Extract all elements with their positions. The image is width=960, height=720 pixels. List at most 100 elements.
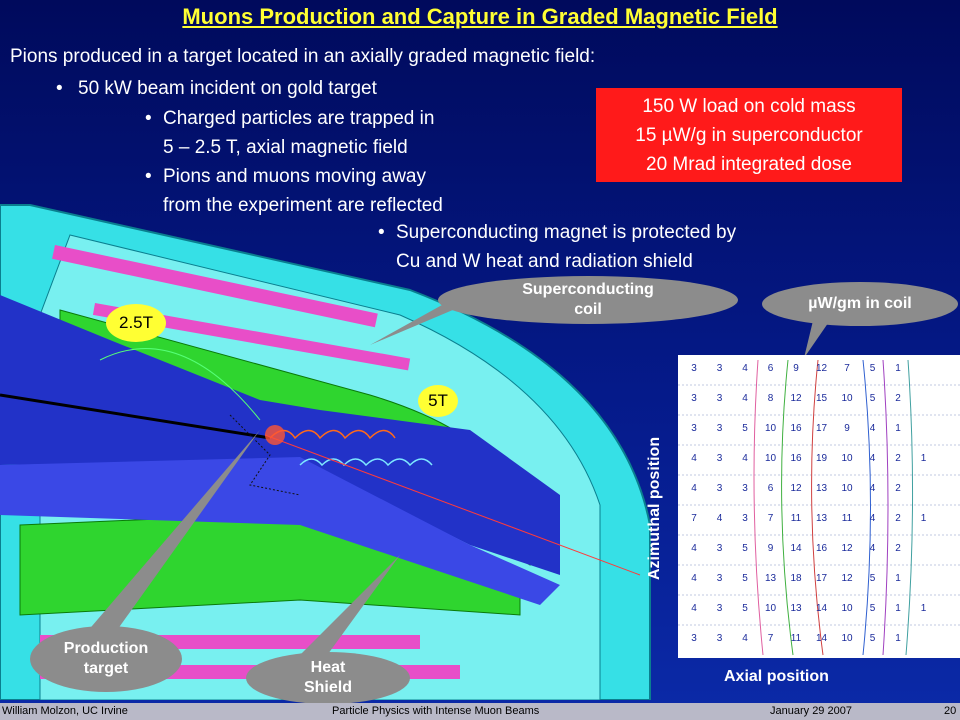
map-cell: 2 (895, 453, 901, 464)
coil-upper-1 (52, 244, 378, 328)
map-cell: 10 (764, 453, 777, 464)
map-cell: 7 (844, 363, 850, 374)
coil-callout-line2: coil (574, 301, 602, 318)
field-label-5t: 5T (418, 385, 458, 417)
map-cell: 1 (895, 423, 901, 434)
map-cell: 4 (691, 483, 697, 494)
map-cell: 12 (790, 483, 802, 494)
particle-track-green (99, 348, 261, 421)
map-cell: 4 (869, 513, 876, 524)
map-cell: 17 (815, 573, 828, 584)
map-xlabel: Axial position (724, 668, 829, 685)
target-callout-line1: Production (63, 640, 149, 657)
map-cell: 5 (869, 393, 876, 404)
map-cell: 4 (869, 543, 876, 554)
bullet-dot: • (145, 166, 152, 187)
map-cell: 1 (920, 513, 927, 524)
slide-footer: William Molzon, UC Irvine Particle Physi… (0, 703, 960, 720)
map-cell: 5 (869, 573, 876, 584)
map-cell: 11 (790, 633, 802, 644)
map-cell: 4 (869, 483, 876, 494)
map-cell: 13 (815, 513, 828, 524)
map-cell: 5 (742, 543, 748, 554)
map-cell: 11 (841, 513, 853, 524)
map-cell: 3 (716, 543, 723, 554)
footer-talk: Particle Physics with Intense Muon Beams (332, 705, 540, 717)
map-cell: 5 (869, 633, 876, 644)
map-cell: 4 (691, 573, 697, 584)
production-target-callout: Production target (30, 626, 182, 692)
intro-text: Pions produced in a target located in an… (10, 46, 596, 67)
bullet-dot: • (145, 108, 152, 129)
bullet-beam-text: 50 kW beam incident on gold target (78, 78, 377, 99)
map-cell: 4 (869, 453, 876, 464)
map-cell: 12 (841, 573, 853, 584)
map-cell: 4 (691, 603, 697, 614)
bullet-reflected-line2: from the experiment are reflected (163, 195, 443, 216)
map-cell: 1 (895, 603, 901, 614)
map-cell: 7 (767, 513, 774, 524)
map-cell: 19 (815, 453, 828, 464)
map-cell: 10 (841, 483, 853, 494)
map-cell: 2 (895, 483, 901, 494)
map-cell: 4 (691, 453, 697, 464)
bullet-trapped-line2: 5 – 2.5 T, axial magnetic field (163, 137, 408, 158)
bullet-shield-line1: Superconducting magnet is protected by (396, 222, 737, 243)
map-cell: 5 (742, 573, 748, 584)
map-cell: 9 (793, 363, 799, 374)
map-cell: 6 (767, 363, 774, 374)
shield-callout-pointer (290, 555, 400, 665)
map-cell: 12 (841, 543, 853, 554)
map-cell: 10 (841, 633, 853, 644)
heat-load-line3: 20 Mrad integrated dose (646, 154, 852, 175)
map-cell: 13 (764, 573, 777, 584)
bore-core (0, 457, 560, 605)
map-cell: 4 (869, 423, 876, 434)
shield-callout-line1: Heat (310, 659, 346, 676)
map-cell: 15 (815, 393, 828, 404)
map-cell: 14 (790, 543, 802, 554)
footer-page: 20 (944, 705, 957, 717)
particle-track-dashed (229, 414, 301, 496)
map-cell: 7 (767, 633, 774, 644)
shield-callout-line2: Shield (303, 679, 352, 696)
map-cell: 14 (815, 603, 828, 614)
map-cell: 16 (815, 543, 828, 554)
map-cell: 18 (790, 573, 802, 584)
map-cell: 13 (790, 603, 802, 614)
coil-callout-line1: Superconducting (522, 281, 654, 298)
map-cell: 1 (920, 603, 927, 614)
map-cell: 4 (742, 393, 748, 404)
target-hotspot (265, 425, 285, 445)
map-cell: 1 (895, 363, 901, 374)
map-cell: 3 (691, 363, 697, 374)
uw-callout-text: µW/gm in coil (808, 295, 912, 312)
map-cell: 12 (815, 363, 828, 374)
heat-shield-callout: Heat Shield (246, 652, 410, 704)
map-cell: 10 (764, 423, 777, 434)
map-cell: 3 (716, 573, 723, 584)
bullet-trapped: • Charged particles are trapped in 5 – 2… (145, 104, 434, 162)
bullet-reflected-line1: Pions and muons moving away (163, 166, 426, 187)
map-cell: 4 (742, 633, 748, 644)
target-callout-pointer (80, 430, 260, 640)
map-cell: 10 (841, 393, 853, 404)
map-cell: 1 (895, 573, 901, 584)
map-cell: 3 (742, 483, 748, 494)
map-cell: 3 (742, 513, 748, 524)
map-cell: 9 (767, 543, 774, 554)
target-callout-line2: target (83, 660, 129, 677)
map-cell: 3 (716, 423, 723, 434)
map-cell: 1 (920, 453, 927, 464)
particle-track-red (264, 434, 641, 576)
map-cell: 7 (691, 513, 697, 524)
bullet-reflected: • Pions and muons moving away from the e… (145, 162, 443, 220)
slide-title: Muons Production and Capture in Graded M… (182, 4, 778, 29)
map-cell: 3 (716, 633, 723, 644)
map-cell: 3 (691, 633, 697, 644)
map-cell: 3 (691, 393, 697, 404)
map-cell: 4 (742, 453, 748, 464)
map-cell: 4 (716, 513, 723, 524)
map-cell: 10 (764, 603, 777, 614)
